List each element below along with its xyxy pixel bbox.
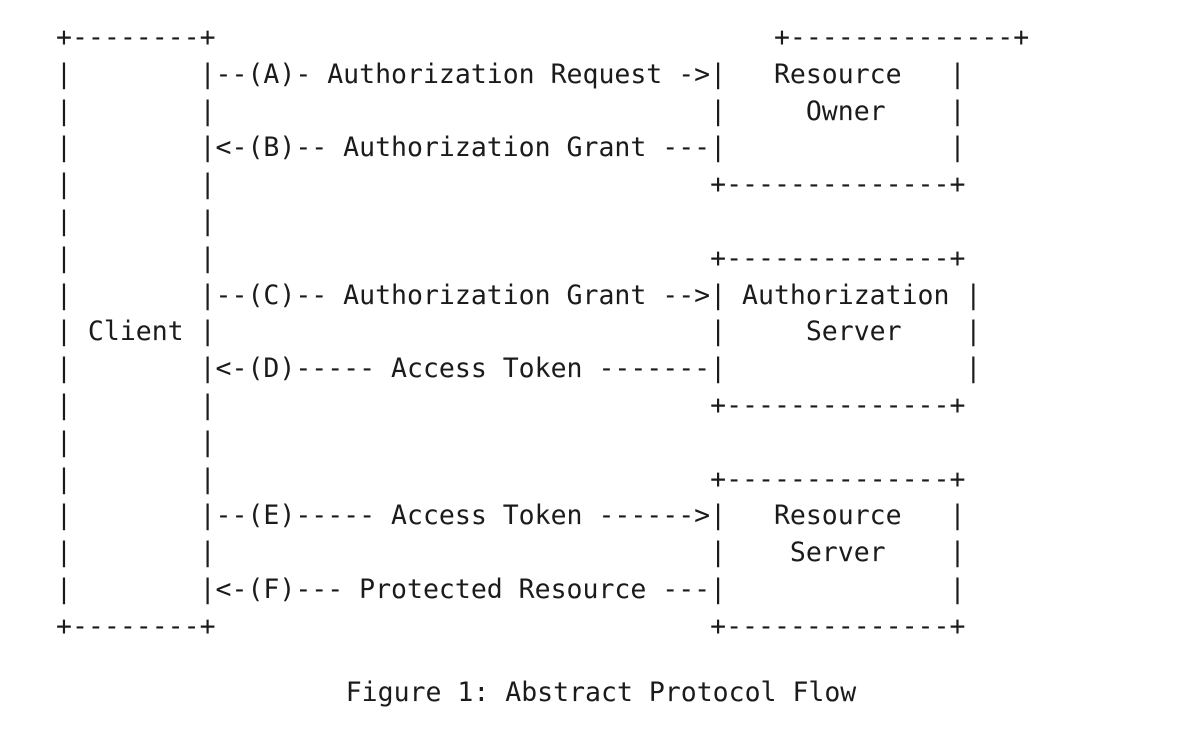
ascii-protocol-flow-diagram: +--------+ +--------------+ | |--(A)- Au… <box>56 22 1030 642</box>
figure-caption: Figure 1: Abstract Protocol Flow <box>345 677 857 708</box>
